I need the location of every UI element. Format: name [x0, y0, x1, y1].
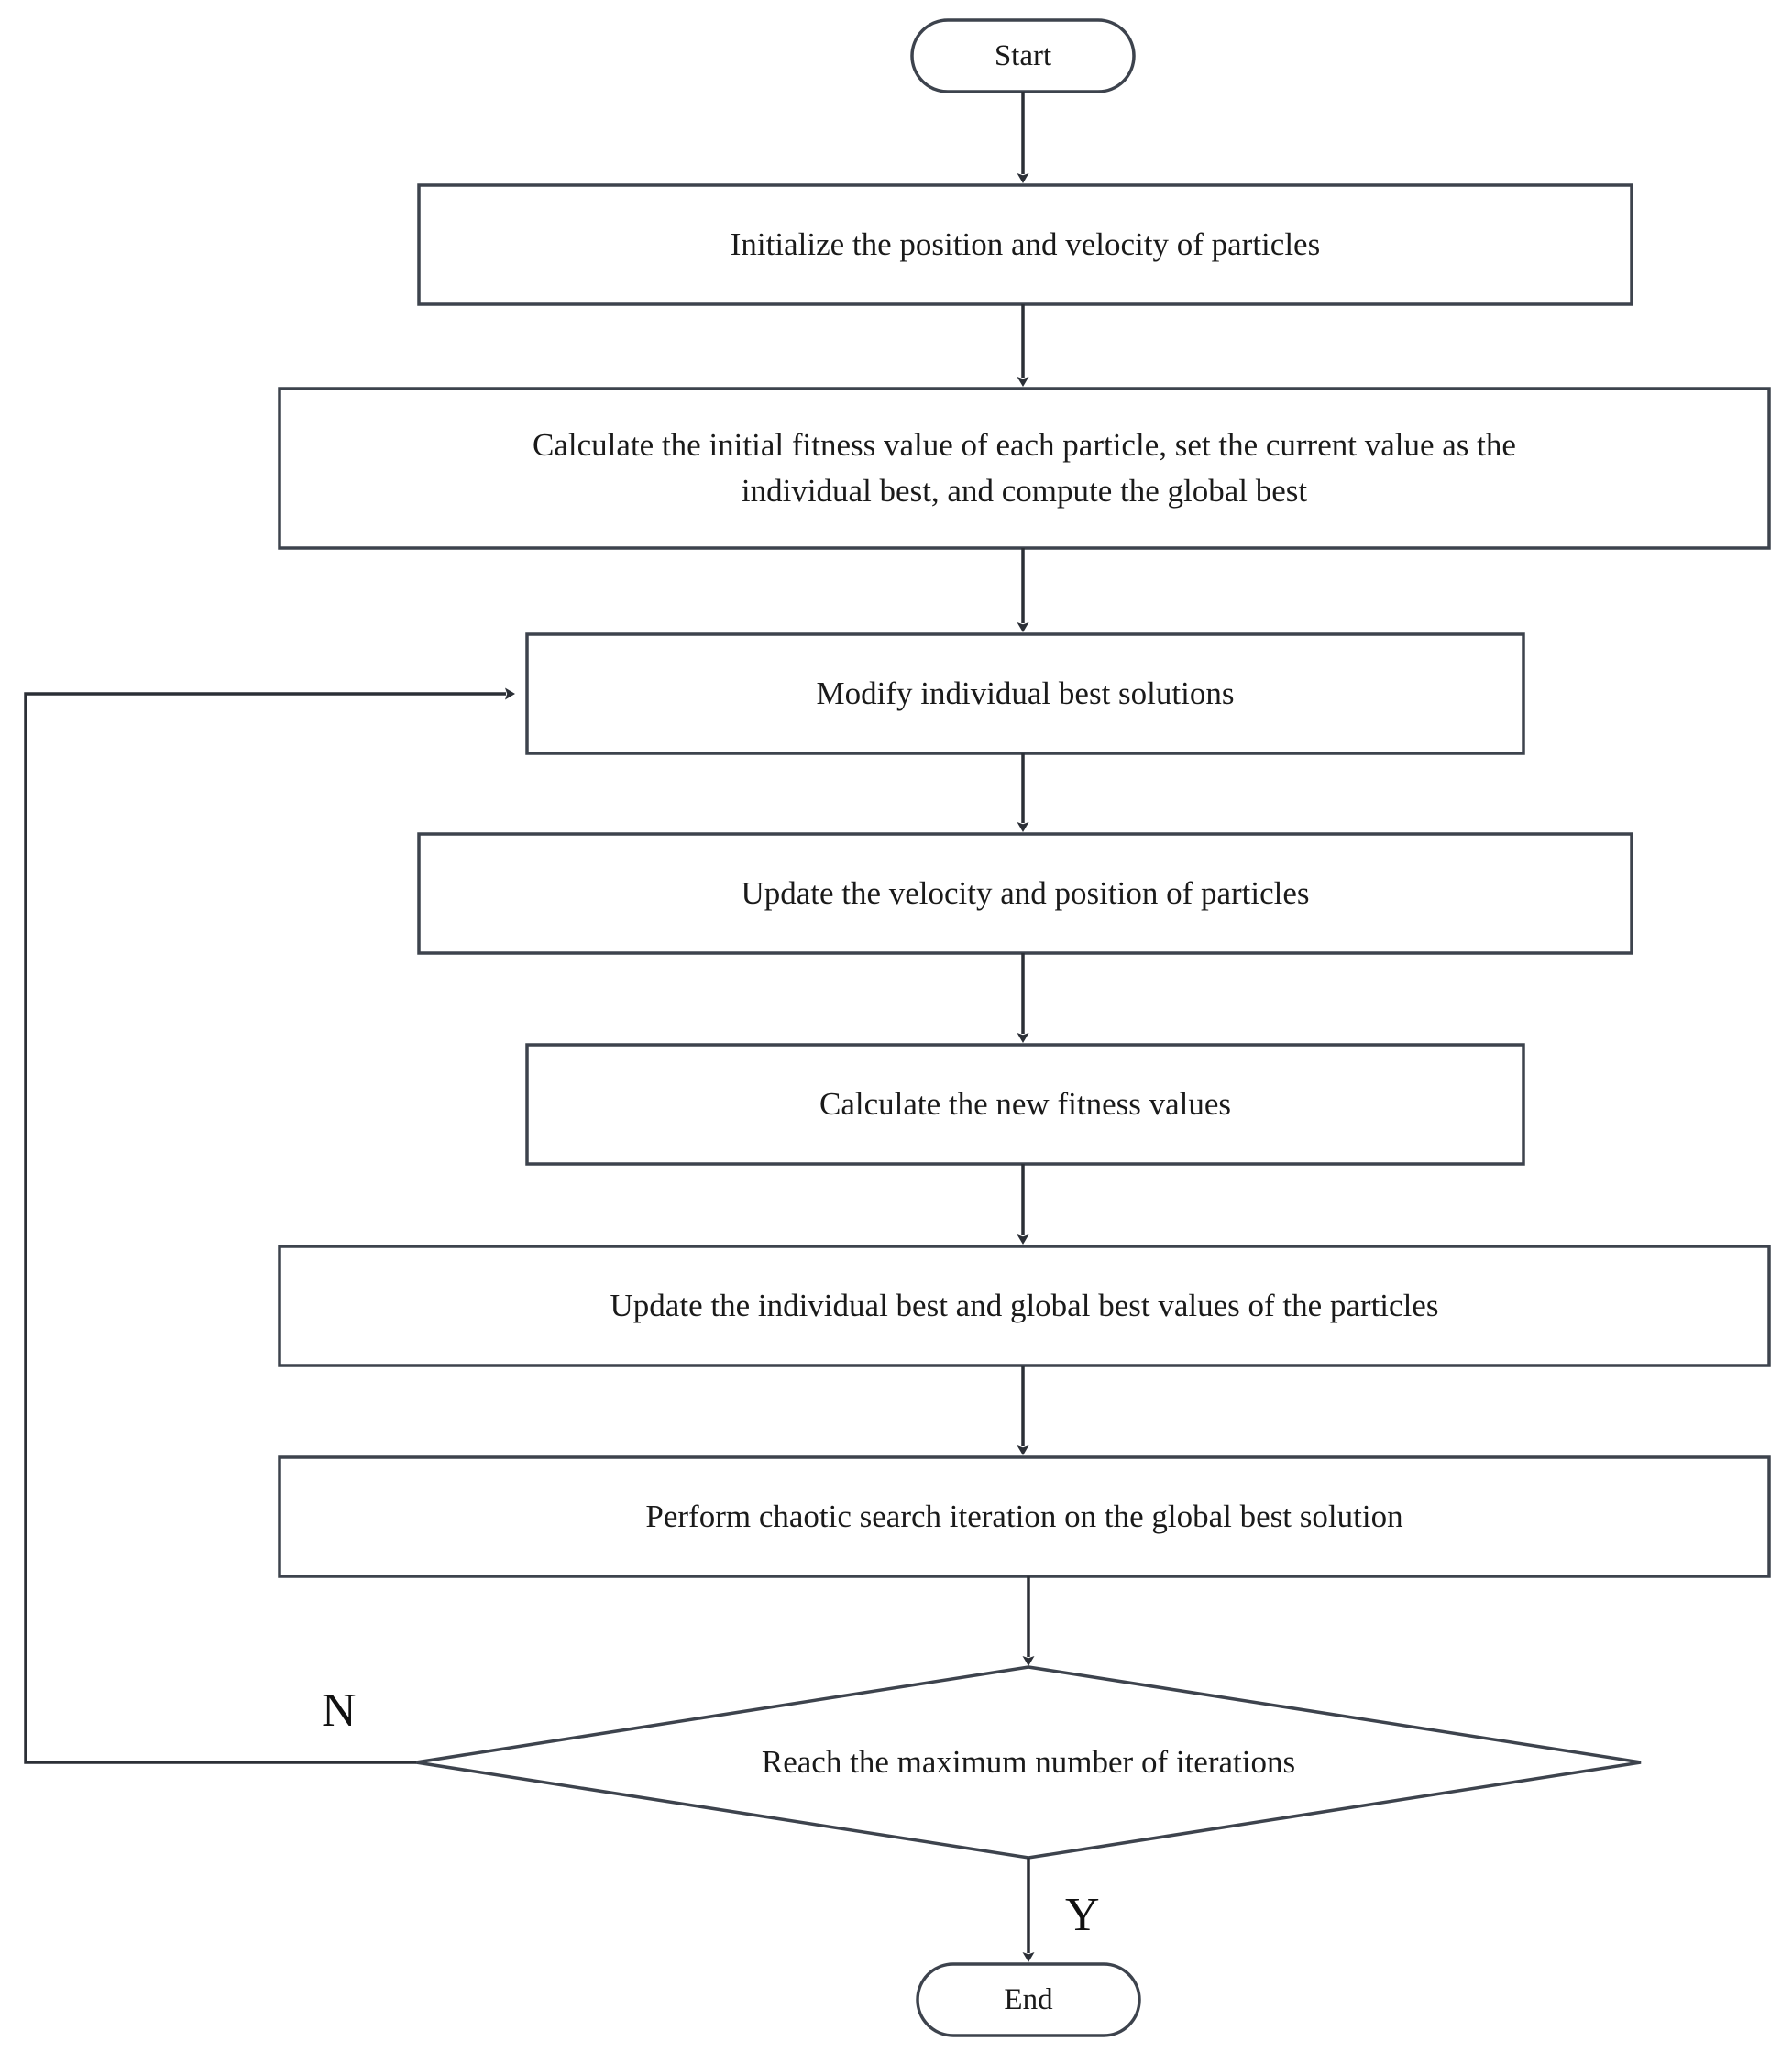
- node-start[interactable]: [910, 18, 1136, 93]
- node-decision-max-iterations[interactable]: [415, 1665, 1642, 1860]
- node-calculate-initial-fitness[interactable]: [278, 387, 1771, 550]
- node-modify-individual-best[interactable]: [525, 632, 1525, 755]
- node-update-velocity-position[interactable]: [417, 832, 1633, 955]
- edge-decision-no-loopback: [24, 687, 515, 1764]
- node-perform-chaotic-search[interactable]: [278, 1455, 1771, 1578]
- node-initialize[interactable]: [417, 183, 1633, 306]
- edge-label-yes: Y: [1065, 1889, 1100, 1941]
- node-end[interactable]: [916, 1962, 1141, 2037]
- edge-label-no: N: [322, 1684, 357, 1737]
- node-update-best-values[interactable]: [278, 1245, 1771, 1367]
- node-calculate-new-fitness[interactable]: [525, 1043, 1525, 1166]
